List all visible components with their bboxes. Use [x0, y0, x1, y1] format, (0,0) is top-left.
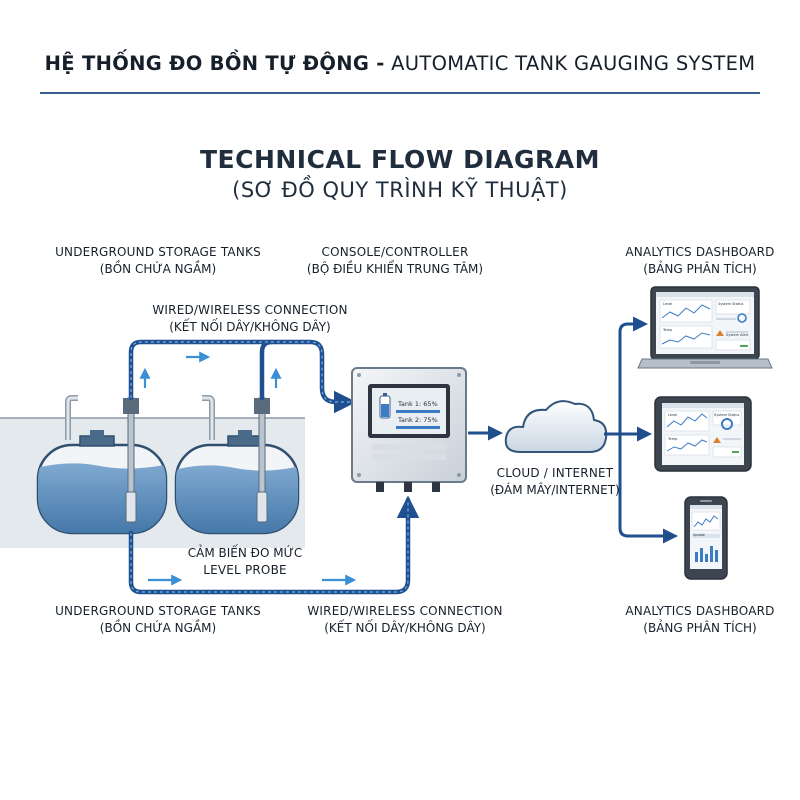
laptop-alert-label: System Alert	[726, 333, 749, 337]
label-tanks-top: UNDERGROUND STORAGE TANKS (BỒN CHỨA NGẦM…	[48, 244, 268, 278]
console-tank2-reading: Tank 2: 75%	[397, 416, 438, 424]
laptop-status-label: System Status	[718, 302, 743, 306]
tablet-temp-label: Temp	[667, 437, 678, 441]
label-console: CONSOLE/CONTROLLER (BỘ ĐIỀU KHIỂN TRUNG …	[300, 244, 490, 278]
label-wired-top-en: WIRED/WIRELESS CONNECTION	[152, 303, 348, 317]
storage-tank-2	[174, 395, 300, 535]
wired-connection-top-inner	[130, 341, 350, 403]
console-controller	[351, 367, 467, 492]
label-wired-bottom-en: WIRED/WIRELESS CONNECTION	[307, 604, 503, 618]
label-wired-bottom-vi: (KẾT NỐI DÂY/KHÔNG DÂY)	[324, 621, 486, 635]
label-tanks-top-vi: (BỒN CHỨA NGẦM)	[99, 262, 217, 276]
label-tanks-bottom: UNDERGROUND STORAGE TANKS (BỒN CHỨA NGẦM…	[48, 603, 268, 637]
wired-connection-top	[128, 339, 357, 414]
diagram-subtitle: (SƠ ĐỒ QUY TRÌNH KỸ THUẬT)	[232, 178, 568, 202]
label-dashboard-top: ANALYTICS DASHBOARD (BẢNG PHÂN TÍCH)	[600, 244, 800, 278]
label-wired-bottom: WIRED/WIRELESS CONNECTION (KẾT NỐI DÂY/K…	[295, 603, 515, 637]
label-probe: CẢM BIẾN ĐO MỨC LEVEL PROBE	[175, 545, 315, 579]
phone-update-label: Update	[693, 533, 705, 537]
label-probe-vi: CẢM BIẾN ĐO MỨC	[187, 546, 303, 560]
tablet-dashboard	[654, 396, 752, 472]
header-rule	[40, 92, 760, 94]
console-tank1-reading: Tank 1: 65%	[397, 400, 438, 408]
header-title-vi: HỆ THỐNG ĐO BỒN TỰ ĐỘNG -	[44, 52, 385, 75]
header-title-en: AUTOMATIC TANK GAUGING SYSTEM	[384, 52, 756, 75]
laptop-level-label: Level	[663, 302, 672, 306]
flow-arrows-top	[139, 351, 282, 388]
label-dashboard-bottom-vi: (BẢNG PHÂN TÍCH)	[643, 621, 757, 635]
storage-tank-1	[36, 395, 168, 535]
cloud-to-dashboards-arrows	[604, 316, 678, 544]
label-cloud: CLOUD / INTERNET (ĐÁM MÂY/INTERNET)	[480, 465, 630, 499]
tablet-level-label: Level	[668, 413, 677, 417]
header-title: HỆ THỐNG ĐO BỒN TỰ ĐỘNG - AUTOMATIC TANK…	[0, 52, 800, 75]
label-cloud-en: CLOUD / INTERNET	[496, 466, 614, 480]
cloud-icon	[504, 400, 608, 453]
label-dashboard-bottom: ANALYTICS DASHBOARD (BẢNG PHÂN TÍCH)	[600, 603, 800, 637]
label-probe-en: LEVEL PROBE	[203, 563, 287, 577]
wired-connection-bottom-inner	[130, 502, 409, 593]
tablet-status-label: System Status	[714, 413, 739, 417]
label-console-en: CONSOLE/CONTROLLER	[321, 245, 469, 259]
diagram-title: TECHNICAL FLOW DIAGRAM	[199, 145, 600, 174]
label-tanks-bottom-en: UNDERGROUND STORAGE TANKS	[55, 604, 261, 618]
label-console-vi: (BỘ ĐIỀU KHIỂN TRUNG TÂM)	[306, 262, 484, 276]
label-dashboard-top-en: ANALYTICS DASHBOARD	[625, 245, 775, 259]
label-tanks-top-en: UNDERGROUND STORAGE TANKS	[55, 245, 261, 259]
laptop-dashboard	[637, 286, 773, 369]
laptop-temp-label: Temp	[662, 328, 673, 332]
label-wired-top: WIRED/WIRELESS CONNECTION (KẾT NỐI DÂY/K…	[140, 302, 360, 336]
phone-dashboard	[684, 496, 728, 580]
label-wired-top-vi: (KẾT NỐI DÂY/KHÔNG DÂY)	[169, 320, 331, 334]
label-tanks-bottom-vi: (BỒN CHỨA NGẦM)	[99, 621, 217, 635]
label-dashboard-top-vi: (BẢNG PHÂN TÍCH)	[643, 262, 757, 276]
label-cloud-vi: (ĐÁM MÂY/INTERNET)	[490, 483, 620, 497]
label-dashboard-bottom-en: ANALYTICS DASHBOARD	[625, 604, 775, 618]
